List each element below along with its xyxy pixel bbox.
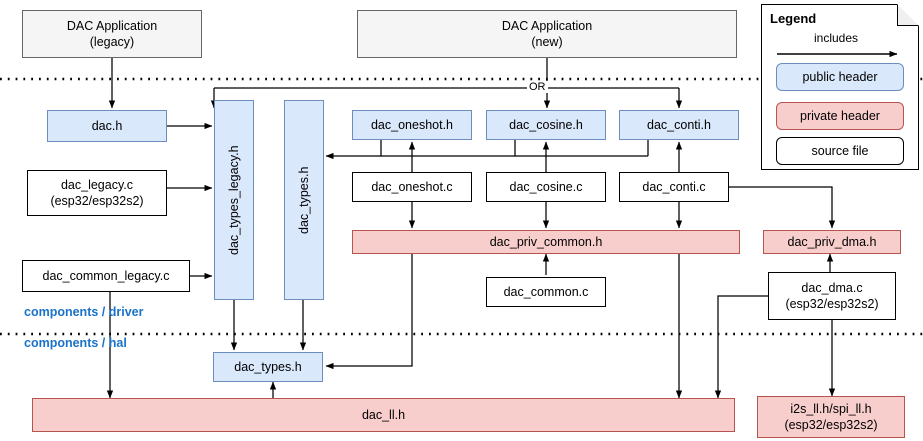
node-dac-legacy-c[interactable]: dac_legacy.c (esp32/esp32s2) bbox=[27, 170, 167, 216]
legend-folded-corner-icon bbox=[897, 4, 919, 26]
node-dac-cosine-h[interactable]: dac_cosine.h bbox=[486, 110, 606, 140]
node-dac-cosine-c[interactable]: dac_cosine.c bbox=[486, 172, 606, 202]
legend-chip-public-header: public header bbox=[776, 63, 904, 91]
legend-includes-label: includes bbox=[813, 31, 859, 45]
branch-or-label: OR bbox=[527, 81, 548, 93]
node-dac-common-c[interactable]: dac_common.c bbox=[486, 277, 606, 307]
node-dac-oneshot-h[interactable]: dac_oneshot.h bbox=[352, 110, 472, 140]
legend-chip-source-file: source file bbox=[776, 137, 904, 165]
node-dac-priv-common-h[interactable]: dac_priv_common.h bbox=[352, 230, 740, 254]
zone-label-hal: components / hal bbox=[24, 336, 127, 350]
node-label-line1: dac_legacy.c bbox=[60, 178, 134, 192]
node-i2s-spi-ll-h[interactable]: i2s_ll.h/spi_ll.h (esp32/esp32s2) bbox=[757, 396, 905, 438]
node-label-line2: (legacy) bbox=[89, 35, 135, 49]
node-dac-h[interactable]: dac.h bbox=[47, 110, 167, 142]
node-dac-types-legacy-h[interactable]: dac_types_legacy.h bbox=[214, 100, 254, 300]
node-dac-conti-c[interactable]: dac_conti.c bbox=[619, 172, 729, 202]
node-dac-conti-h[interactable]: dac_conti.h bbox=[619, 110, 739, 140]
legend-includes-arrow-icon bbox=[777, 50, 898, 58]
node-label-line1: dac_dma.c bbox=[801, 281, 863, 295]
node-label-line2: (new) bbox=[531, 35, 563, 49]
legend-title: Legend bbox=[770, 11, 817, 26]
node-label-line2: (esp32/esp32s2) bbox=[785, 297, 879, 311]
node-label-line2: (esp32/esp32s2) bbox=[50, 194, 144, 208]
node-dac-dma-c[interactable]: dac_dma.c (esp32/esp32s2) bbox=[768, 272, 896, 320]
node-dac-ll-h[interactable]: dac_ll.h bbox=[32, 398, 735, 432]
node-label-line2: (esp32/esp32s2) bbox=[784, 418, 878, 432]
legend-panel: Legend includes public header private he… bbox=[761, 4, 919, 170]
zone-label-driver: components / driver bbox=[24, 305, 144, 319]
node-label-line1: i2s_ll.h/spi_ll.h bbox=[790, 402, 872, 416]
node-dac-types-h-driver[interactable]: dac_types.h bbox=[284, 100, 324, 300]
node-dac-priv-dma-h[interactable]: dac_priv_dma.h bbox=[763, 230, 901, 254]
node-dac-common-legacy-c[interactable]: dac_common_legacy.c bbox=[22, 260, 190, 292]
node-label-line1: DAC Application bbox=[66, 19, 158, 33]
node-dac-oneshot-c[interactable]: dac_oneshot.c bbox=[352, 172, 472, 202]
node-dac-application-legacy[interactable]: DAC Application (legacy) bbox=[22, 10, 202, 58]
legend-chip-private-header: private header bbox=[776, 102, 904, 130]
node-dac-types-h-hal[interactable]: dac_types.h bbox=[213, 352, 323, 382]
node-dac-application-new[interactable]: DAC Application (new) bbox=[357, 10, 737, 58]
node-label-line1: DAC Application bbox=[501, 19, 593, 33]
